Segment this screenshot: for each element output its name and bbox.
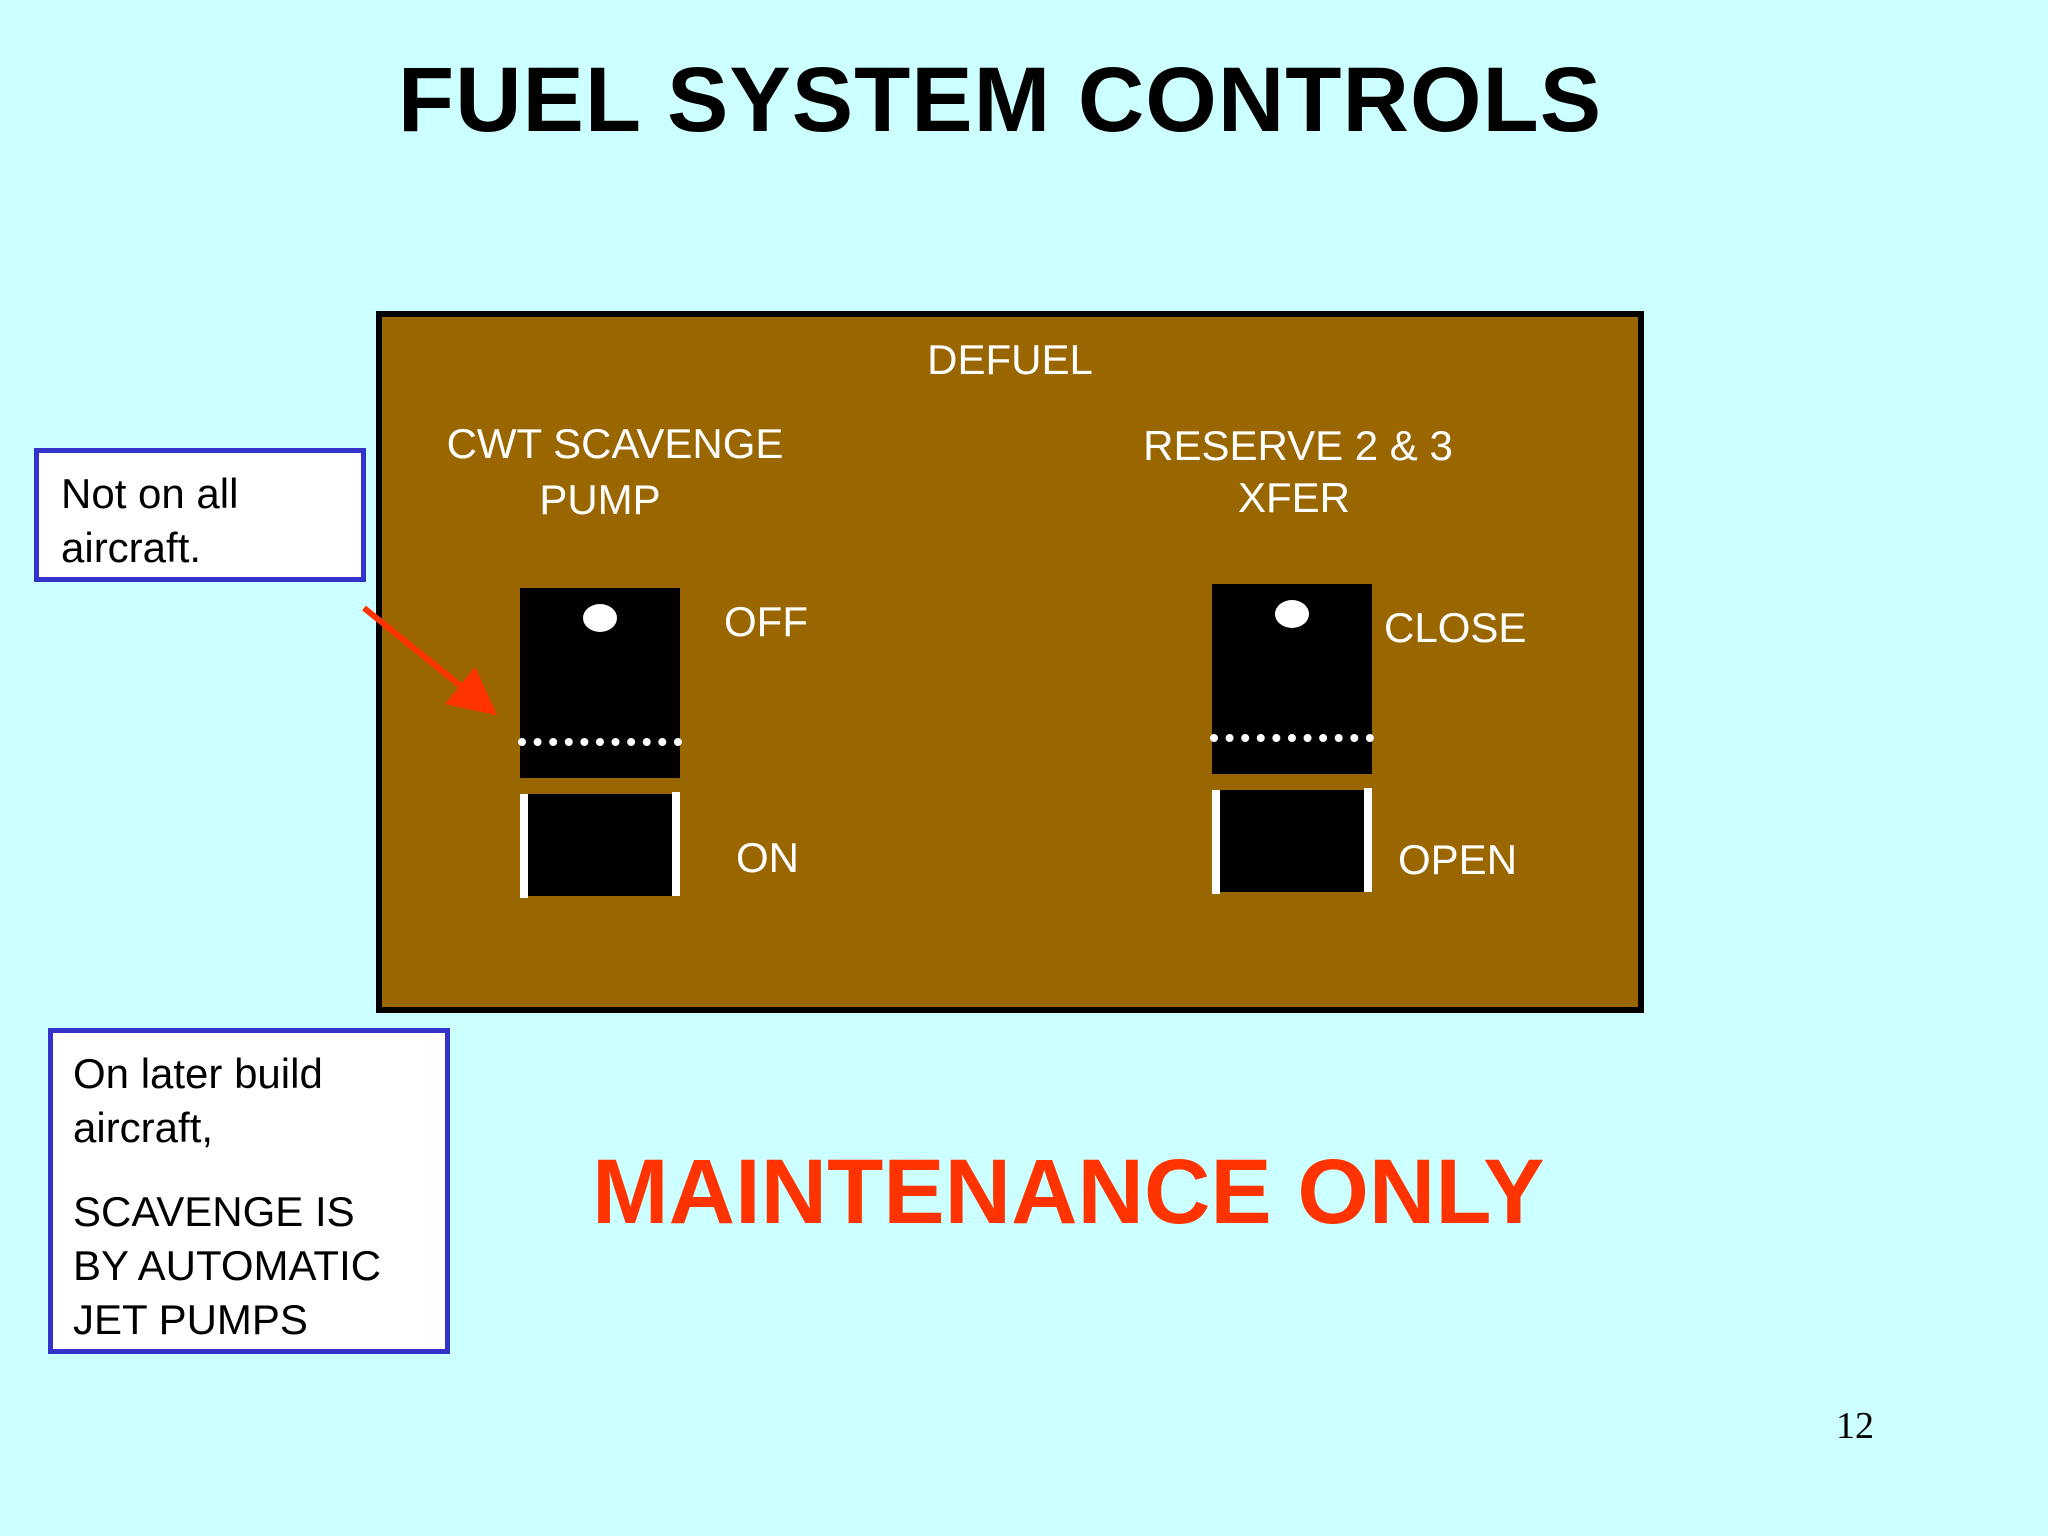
- switch-toggle-lower: [520, 794, 680, 896]
- note-text: aircraft.: [61, 524, 202, 571]
- reserve-2-3-xfer-switch[interactable]: [1210, 582, 1378, 894]
- reserve-position-open: OPEN: [1398, 836, 1518, 883]
- note-not-on-all-aircraft: Not on all aircraft.: [34, 448, 366, 582]
- switch-dotted-line: [518, 738, 682, 746]
- cwt-scavenge-label-line2: PUMP: [539, 476, 661, 523]
- note-text: SCAVENGE IS: [73, 1188, 355, 1235]
- cwt-scavenge-label-line1: CWT SCAVENGE: [446, 420, 784, 467]
- switch-rail-right: [672, 792, 680, 896]
- page-number: 12: [1836, 1405, 1874, 1447]
- red-arrow-icon: [362, 605, 498, 716]
- switch-indicator-dot: [583, 604, 617, 632]
- note-text: JET PUMPS: [73, 1296, 308, 1343]
- switch-indicator-dot: [1275, 600, 1309, 628]
- switch-rail-left: [1212, 790, 1220, 894]
- note-text: aircraft,: [73, 1104, 214, 1151]
- maintenance-only-warning: MAINTENANCE ONLY: [592, 1141, 1545, 1243]
- note-text: BY AUTOMATIC: [73, 1242, 382, 1289]
- slide-title: FUEL SYSTEM CONTROLS: [397, 49, 1603, 151]
- note-text: On later build: [73, 1050, 323, 1097]
- cwt-scavenge-pump-switch[interactable]: [518, 586, 686, 898]
- switch-rail-right: [1364, 788, 1372, 892]
- reserve-position-close: CLOSE: [1384, 604, 1527, 651]
- switch-toggle-lower: [1212, 790, 1372, 892]
- note-later-build-aircraft: On later build aircraft, SCAVENGE IS BY …: [48, 1028, 450, 1354]
- panel-header-defuel: DEFUEL: [927, 336, 1093, 383]
- reserve-xfer-label-line1: RESERVE 2 & 3: [1143, 422, 1453, 469]
- note-text: Not on all: [61, 470, 239, 517]
- reserve-xfer-label-line2: XFER: [1237, 474, 1350, 521]
- cwt-position-off: OFF: [724, 598, 808, 645]
- switch-dotted-line: [1210, 734, 1374, 742]
- switch-rail-left: [520, 794, 528, 898]
- cwt-position-on: ON: [736, 834, 799, 881]
